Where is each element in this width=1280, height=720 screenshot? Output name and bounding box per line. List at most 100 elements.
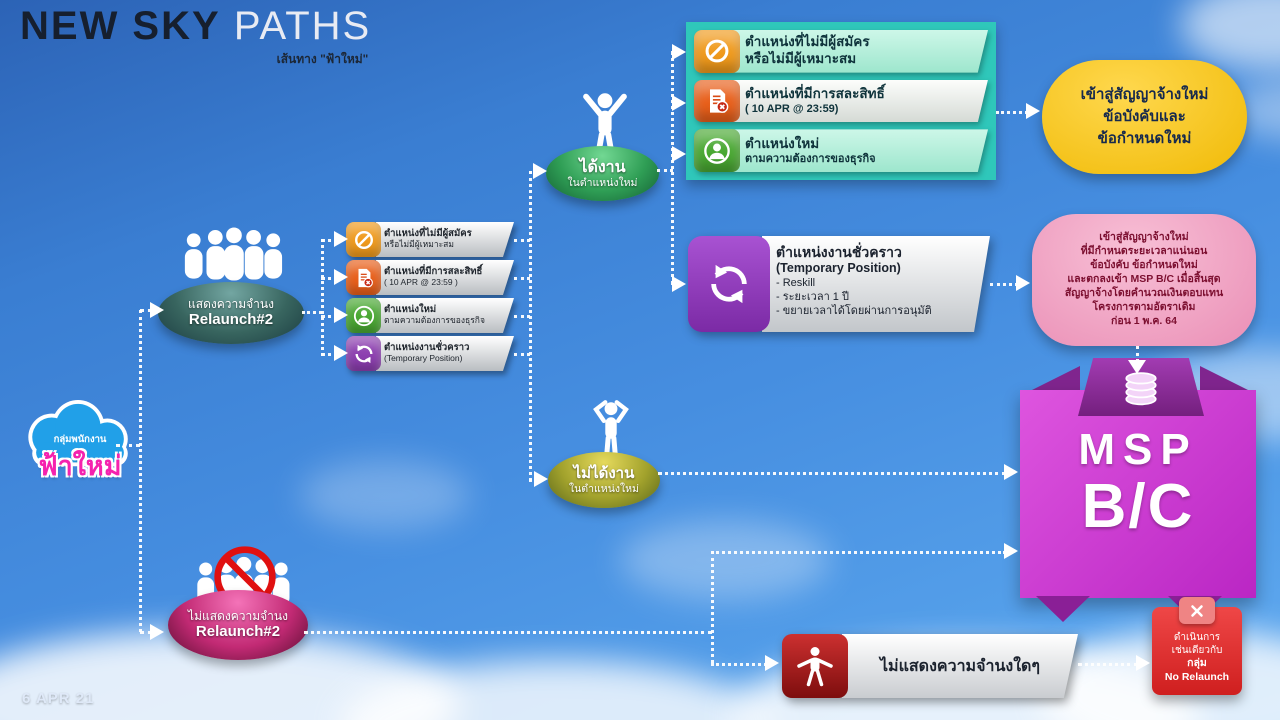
node-label: Relaunch#2	[195, 623, 281, 641]
disappointed-person-icon	[593, 400, 629, 458]
arrow	[334, 307, 348, 323]
option-temporary: ตำแหน่งงานชั่วคราว (Temporary Position)	[346, 336, 514, 371]
connector	[304, 631, 712, 634]
new-contract-callout: เข้าสู่สัญญาจ้างใหม่ ข้อบังคับและ ข้อกำห…	[1042, 60, 1247, 174]
option-label: ตำแหน่งงานชั่วคราว	[384, 342, 470, 354]
cloud-label-small: กลุ่มพนักงาน	[53, 434, 107, 445]
result-label: ตำแหน่งที่มีการสละสิทธิ์	[745, 85, 885, 101]
msp-bc-box: MSP B/C	[1020, 390, 1256, 598]
new-position-results-box: ตำแหน่งที่ไม่มีผู้สมัคร หรือไม่มีผู้เหมา…	[686, 22, 996, 180]
option-sublabel: ตามความต้องการของธุรกิจ	[384, 315, 485, 326]
arrow	[672, 95, 686, 111]
result-waived: ตำแหน่งที่มีการสละสิทธิ์ ( 10 APR @ 23:5…	[694, 79, 988, 123]
box-line: เช่นเดียวกับ	[1171, 645, 1223, 656]
banner-bullet: - ขยายเวลาได้โดยผ่านการอนุมัติ	[776, 305, 932, 318]
title-bold: NEW SKY	[20, 4, 221, 48]
option-label: ตำแหน่งที่มีการสละสิทธิ์	[384, 266, 483, 278]
result-label: ตำแหน่งที่ไม่มีผู้สมัคร	[745, 34, 870, 50]
connector	[514, 277, 530, 280]
connector	[711, 551, 714, 663]
ribbon-fold	[1028, 366, 1080, 392]
callout-line: สัญญาจ้างโดยคำนวณเงินตอบแทน	[1064, 286, 1224, 299]
option-waived: ตำแหน่งที่มีการสละสิทธิ์ ( 10 APR @ 23:5…	[346, 260, 514, 295]
page-subtitle: เส้นทาง "ฟ้าใหม่"	[276, 52, 369, 66]
banner-subtitle: (Temporary Position)	[776, 260, 901, 275]
cloud-label-big: ฟ้าใหม่	[38, 451, 122, 481]
option-new-position: ตำแหน่งใหม่ ตามความต้องการของธุรกิจ	[346, 298, 514, 333]
connector	[711, 551, 1006, 554]
callout-line: ข้อบังคับและ	[1103, 108, 1186, 126]
connector	[140, 631, 152, 634]
msp-top-banner	[1078, 358, 1204, 416]
arrow	[150, 624, 164, 640]
result-new-position: ตำแหน่งใหม่ ตามความต้องการของธุรกิจ	[694, 129, 988, 173]
connector	[321, 239, 324, 356]
node-no-job: ไม่ได้งาน ในตำแหน่งใหม่	[548, 452, 660, 508]
arrow	[334, 231, 348, 247]
option-label: ตำแหน่งใหม่	[384, 304, 437, 316]
connector	[657, 169, 673, 172]
arrow	[1016, 275, 1030, 291]
connector	[514, 353, 530, 356]
arrow	[1128, 360, 1146, 374]
banner-title: ตำแหน่งงานชั่วคราว	[776, 244, 902, 260]
node-label: แสดงความจำนง	[188, 296, 274, 311]
option-label: ตำแหน่งที่ไม่มีผู้สมัคร	[384, 228, 472, 240]
arrow	[334, 269, 348, 285]
connector	[514, 239, 530, 242]
connector	[711, 663, 767, 666]
slide-date: 6 APR 21	[22, 690, 95, 707]
arrow	[1004, 543, 1018, 559]
callout-line: ข้อบังคับ ข้อกำหนดใหม่	[1090, 259, 1198, 272]
result-label: ตำแหน่งใหม่	[745, 135, 820, 151]
node-sublabel: ในตำแหน่งใหม่	[569, 482, 639, 495]
cloud-decoration	[300, 460, 470, 530]
callout-line: เข้าสู่สัญญาจ้างใหม่	[1080, 86, 1209, 104]
node-relaunch-yes: แสดงความจำนง Relaunch#2	[158, 282, 304, 344]
connector	[529, 171, 532, 481]
cloud-decoration	[620, 520, 830, 600]
msp-label: MSP	[1078, 425, 1198, 474]
node-sublabel: ในตำแหน่งใหม่	[567, 176, 638, 189]
box-line: กลุ่ม	[1187, 657, 1207, 669]
callout-line: และตกลงเข้า MSP B/C เมื่อสิ้นสุด	[1067, 273, 1221, 286]
people-group-icon	[184, 227, 283, 281]
page-title: NEW SKY PATHS	[20, 4, 371, 49]
recycle-icon	[346, 336, 381, 371]
callout-line: ข้อกำหนดใหม่	[1097, 129, 1192, 147]
x-icon	[1179, 597, 1215, 624]
arrow	[1026, 103, 1040, 119]
callout-line: เข้าสู่สัญญาจ้างใหม่	[1099, 231, 1189, 244]
callout-line: ที่มีกำหนดระยะเวลาแน่นอน	[1080, 245, 1208, 258]
no-entry-icon	[346, 222, 381, 257]
arrow	[765, 655, 779, 671]
temporary-position-banner: ตำแหน่งงานชั่วคราว (Temporary Position) …	[688, 236, 990, 332]
arms-out-person-icon	[782, 634, 848, 698]
option-no-applicant: ตำแหน่งที่ไม่มีผู้สมัคร หรือไม่มีผู้เหมา…	[346, 222, 514, 257]
document-x-icon	[346, 260, 381, 295]
person-icon	[346, 298, 381, 333]
arrow	[672, 146, 686, 162]
msp-label: B/C	[1081, 472, 1195, 542]
connector	[1136, 346, 1139, 362]
option-sublabel: (Temporary Position)	[384, 353, 463, 364]
connector	[671, 51, 674, 285]
result-label: หรือไม่มีผู้เหมาะสม	[745, 51, 857, 67]
employee-group-cloud: กลุ่มพนักงาน ฟ้าใหม่	[16, 400, 144, 498]
result-sublabel: ตามความต้องการของธุรกิจ	[745, 152, 876, 165]
connector	[514, 315, 530, 318]
title-light: PATHS	[233, 4, 372, 48]
arrow	[672, 276, 686, 292]
arrow	[334, 345, 348, 361]
node-label: ได้งาน	[579, 158, 626, 176]
node-label: ไม่แสดงความจำนง	[188, 608, 288, 623]
node-label: ไม่ได้งาน	[573, 464, 635, 482]
connector	[996, 111, 1028, 114]
document-x-icon	[694, 79, 740, 123]
connector	[140, 309, 152, 312]
fixed-term-contract-callout: เข้าสู่สัญญาจ้างใหม่ ที่มีกำหนดระยะเวลาแ…	[1032, 214, 1256, 346]
connector	[321, 277, 339, 280]
box-line: ดำเนินการ	[1173, 632, 1221, 643]
option-sublabel: หรือไม่มีผู้เหมาะสม	[384, 239, 454, 250]
